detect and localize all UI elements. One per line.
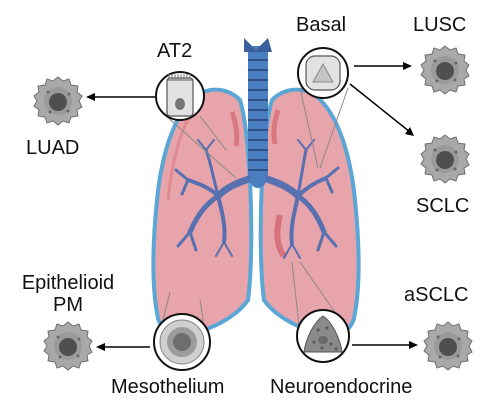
neuroendocrine-label: Neuroendocrine (270, 376, 413, 398)
leader-lines (157, 87, 351, 341)
trachea (244, 38, 272, 181)
tumor-cell-icon-asclc (423, 321, 473, 371)
basal-label: Basal (296, 14, 347, 36)
at2-label: AT2 (157, 40, 193, 62)
mesothelium-label: Mesothelium (111, 376, 225, 398)
tumor-cell-icon-pm (43, 321, 93, 371)
luad-label: LUAD (26, 137, 80, 159)
lusc-label: LUSC (413, 14, 467, 36)
neuroendocrine-cell-icon (296, 309, 350, 363)
arrows (86, 62, 418, 351)
epithelioid-line1: Epithelioid (21, 272, 115, 294)
sclc-label: SCLC (416, 195, 470, 217)
bronchial-tree (174, 139, 340, 259)
epithelioid-label: Epithelioid PM (8, 272, 128, 316)
epithelioid-line2: PM (53, 294, 83, 316)
mesothelial-cell-icon (153, 313, 211, 371)
tumor-cell-icon-lusc (420, 45, 470, 95)
lungs-illustration (151, 38, 361, 337)
tumor-cell-icon-sclc (420, 134, 470, 184)
columnar-cell-icon (155, 71, 205, 121)
asclc-label: aSCLC (404, 284, 469, 306)
basal-cell-icon (297, 47, 349, 99)
tumor-cell-icon-luad (33, 76, 83, 126)
